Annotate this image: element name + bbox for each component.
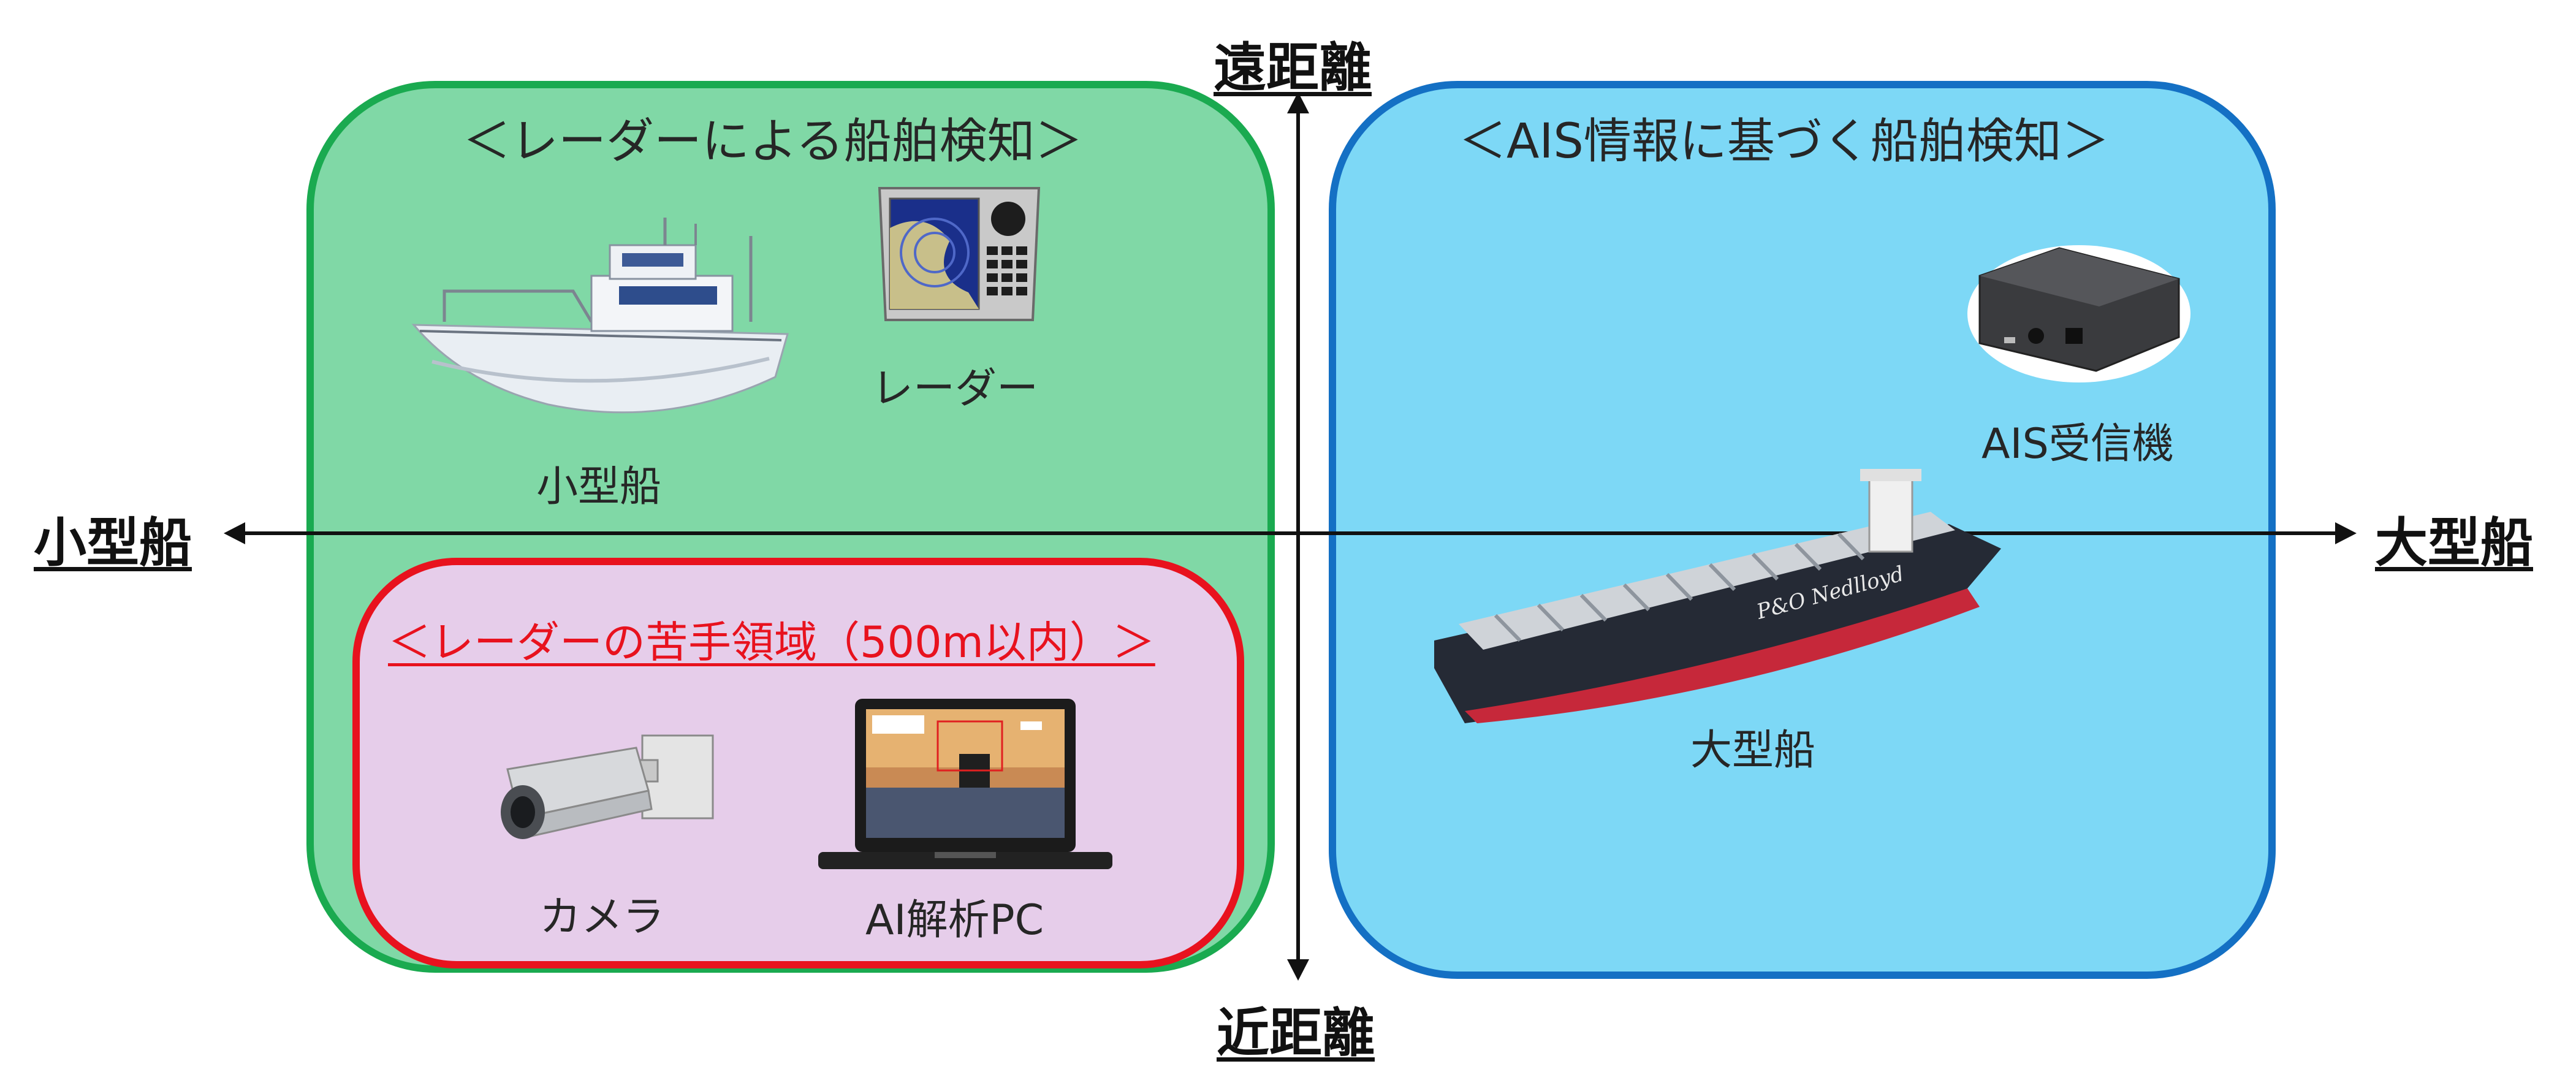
radar-weak-zone-panel [352,558,1244,968]
right-arrow-icon [2335,522,2357,544]
ai-pc-label: AI解析PC [865,896,1044,945]
laptop-icon [818,699,1112,869]
large-ship-label: 大型船 [1690,726,1816,775]
radar-display-icon [878,187,1041,321]
camera-label: カメラ [539,893,665,941]
small-boat-label: 小型船 [536,463,662,511]
security-camera-icon [501,734,714,839]
weak-zone-title: ＜レーダーの苦手領域（500m以内）＞ [388,617,1155,667]
axis-label-near: 近距離 [1217,1003,1375,1064]
ais-detection-panel [1329,81,2276,979]
up-arrow-icon [1287,92,1309,113]
fishing-boat-photo [411,218,789,414]
left-arrow-icon [224,522,245,544]
radar-panel-title: ＜レーダーによる船舶検知＞ [463,114,1083,169]
radar-label: レーダー [872,365,1039,413]
down-arrow-icon [1287,959,1309,981]
axis-label-far: 遠距離 [1214,37,1372,99]
ais-receiver-label: AIS受信機 [1981,420,2174,468]
axis-label-small-ship: 小型船 [34,512,192,574]
ais-receiver-box-icon [1967,245,2190,382]
ais-panel-title: ＜AIS情報に基づく船舶検知＞ [1459,114,2110,169]
axis-label-large-ship: 大型船 [2375,512,2533,574]
container-ship-photo: P&O Nedlloyd [1434,469,2001,723]
